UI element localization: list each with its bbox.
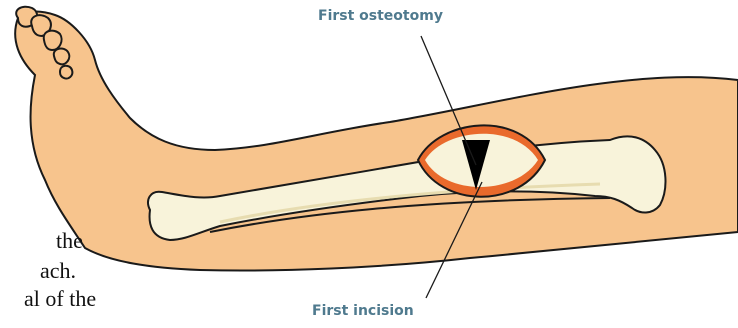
body-text-line-2: ach. bbox=[40, 258, 76, 284]
first-incision-label: First incision bbox=[312, 303, 414, 319]
first-osteotomy-label: First osteotomy bbox=[318, 8, 443, 24]
body-text-line-1: the bbox=[56, 228, 83, 254]
body-text-line-3: al of the bbox=[24, 286, 96, 314]
